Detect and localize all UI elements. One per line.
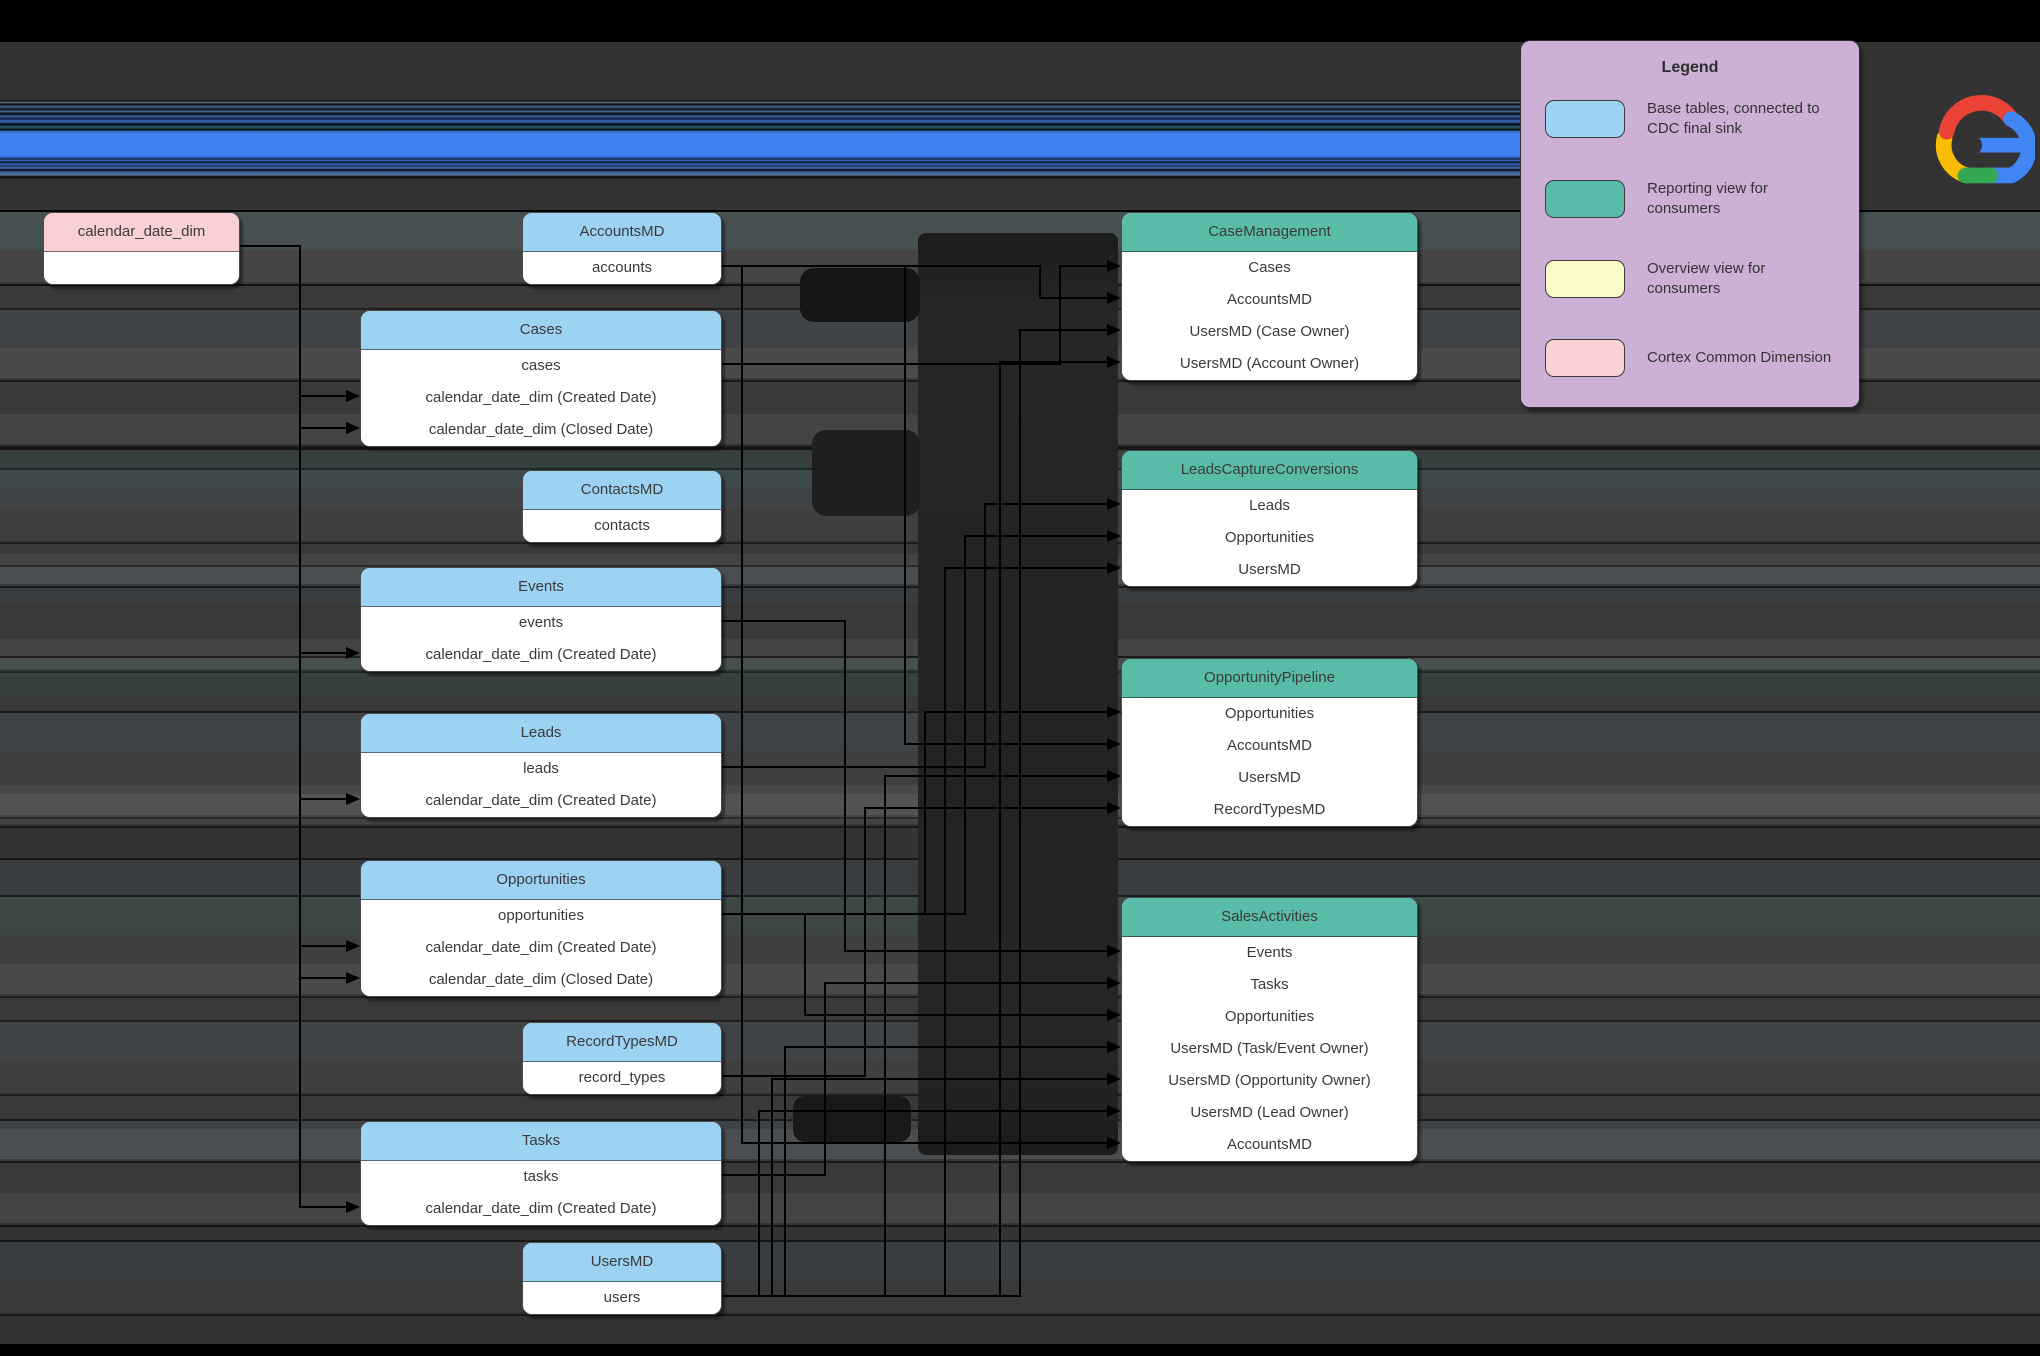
top-black-bar — [0, 0, 2040, 42]
table-row: Tasks — [1122, 969, 1417, 1001]
legend-item: Overview view for consumers — [1545, 259, 1859, 299]
table-row: AccountsMD — [1122, 1129, 1417, 1161]
table-row: Events — [1122, 937, 1417, 969]
table-header: Leads — [361, 714, 721, 753]
table-calendar-date-dim: calendar_date_dim — [43, 212, 240, 285]
legend-item-label: Cortex Common Dimension — [1647, 349, 1832, 366]
legend-swatch-base-table — [1545, 100, 1625, 138]
table-row: UsersMD (Case Owner) — [1122, 316, 1417, 348]
legend: Legend Base tables, connected to CDC fin… — [1520, 40, 1860, 408]
table-row: events — [361, 607, 721, 639]
table-row: AccountsMD — [1122, 730, 1417, 762]
bottom-black-bar — [0, 1344, 2040, 1356]
table-row: calendar_date_dim (Created Date) — [361, 1193, 721, 1225]
table-row: calendar_date_dim (Closed Date) — [361, 414, 721, 446]
table-header: LeadsCaptureConversions — [1122, 451, 1417, 490]
legend-item: Cortex Common Dimension — [1545, 339, 1859, 377]
legend-swatch-common-dimension — [1545, 339, 1625, 377]
table-row: tasks — [361, 1161, 721, 1193]
table-row: record_types — [523, 1062, 721, 1094]
table-row: Cases — [1122, 252, 1417, 284]
table-header: Cases — [361, 311, 721, 350]
table-row: UsersMD (Task/Event Owner) — [1122, 1033, 1417, 1065]
legend-swatch-reporting-view — [1545, 180, 1625, 218]
legend-item-label: Base tables, connected to CDC final sink — [1647, 100, 1820, 137]
table-header: calendar_date_dim — [44, 213, 239, 252]
table-row: accounts — [523, 252, 721, 284]
table-row: UsersMD — [1122, 554, 1417, 586]
legend-item: Base tables, connected to CDC final sink — [1545, 99, 1859, 139]
table-header: Opportunities — [361, 861, 721, 900]
legend-item: Reporting view for consumers — [1545, 179, 1859, 219]
table-header: CaseManagement — [1122, 213, 1417, 252]
table-row: UsersMD (Lead Owner) — [1122, 1097, 1417, 1129]
table-row: calendar_date_dim (Created Date) — [361, 932, 721, 964]
table-row — [44, 252, 239, 284]
legend-item-label: Overview view for consumers — [1647, 260, 1766, 297]
table-row: calendar_date_dim (Closed Date) — [361, 964, 721, 996]
glitch-blue-band — [0, 100, 1524, 180]
table-row: calendar_date_dim (Created Date) — [361, 785, 721, 817]
table-header: RecordTypesMD — [523, 1023, 721, 1062]
table-row: calendar_date_dim (Created Date) — [361, 639, 721, 671]
table-row: UsersMD (Opportunity Owner) — [1122, 1065, 1417, 1097]
legend-swatch-overview-view — [1545, 260, 1625, 298]
legend-items: Base tables, connected to CDC final sink… — [1545, 99, 1859, 377]
table-row: contacts — [523, 510, 721, 542]
table-header: Events — [361, 568, 721, 607]
table-row: cases — [361, 350, 721, 382]
table-row: calendar_date_dim (Created Date) — [361, 382, 721, 414]
table-row: RecordTypesMD — [1122, 794, 1417, 826]
table-header: Tasks — [361, 1122, 721, 1161]
table-header: OpportunityPipeline — [1122, 659, 1417, 698]
table-header: AccountsMD — [523, 213, 721, 252]
table-header: UsersMD — [523, 1243, 721, 1282]
table-row: leads — [361, 753, 721, 785]
table-row: UsersMD — [1122, 762, 1417, 794]
table-row: users — [523, 1282, 721, 1314]
table-row: UsersMD (Account Owner) — [1122, 348, 1417, 380]
table-header: SalesActivities — [1122, 898, 1417, 937]
legend-item-label: Reporting view for consumers — [1647, 180, 1768, 217]
table-row: Leads — [1122, 490, 1417, 522]
table-row: opportunities — [361, 900, 721, 932]
table-header: ContactsMD — [523, 471, 721, 510]
legend-title: Legend — [1661, 59, 1719, 76]
table-row: Opportunities — [1122, 522, 1417, 554]
table-row: Opportunities — [1122, 698, 1417, 730]
table-row: AccountsMD — [1122, 284, 1417, 316]
google-cloud-logo — [1935, 95, 2035, 184]
table-row: Opportunities — [1122, 1001, 1417, 1033]
